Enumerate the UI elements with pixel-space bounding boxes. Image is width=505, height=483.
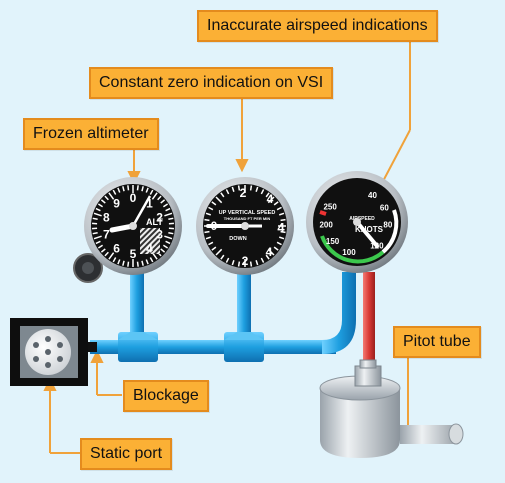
vsi-number-top-4: 4	[267, 192, 274, 206]
vsi-down-text: DOWN	[229, 236, 246, 242]
vsi-gauge: 2 4 4 2 4 0 UP VERTICAL SPEED THOUSAND F…	[196, 177, 294, 275]
pitot-line	[363, 272, 375, 372]
airspeed-number-150: 150	[326, 237, 340, 246]
callout-constant-zero-vsi: Constant zero indication on VSI	[89, 67, 334, 99]
airspeed-number-80: 80	[383, 221, 392, 230]
vsi-number-bottom-2: 2	[242, 254, 249, 268]
vsi-up-text: UP VERTICAL SPEED	[219, 210, 276, 216]
static-port	[10, 318, 88, 386]
altimeter-number-4: 4	[146, 242, 153, 256]
callout-static-port: Static port	[80, 438, 173, 470]
callout-frozen-altimeter: Frozen altimeter	[23, 118, 159, 150]
altimeter-number-3: 3	[156, 228, 163, 242]
altimeter-number-0: 0	[130, 191, 137, 205]
airspeed-number-200: 200	[319, 221, 333, 230]
airspeed-number-60: 60	[380, 203, 389, 212]
airspeed-number-250: 250	[323, 203, 337, 212]
pitot-tube	[319, 359, 464, 458]
airspeed-number-100: 100	[342, 248, 356, 257]
altimeter-number-1: 1	[146, 196, 153, 210]
altimeter-label: ALT	[146, 217, 163, 227]
airspeed-label: KNOTS	[355, 225, 384, 234]
callout-inaccurate-airspeed: Inaccurate airspeed indications	[197, 10, 438, 42]
airspeed-number-40: 40	[368, 191, 377, 200]
airspeed-label2: AIRSPEED	[349, 216, 375, 222]
callout-pitot-tube: Pitot tube	[393, 326, 481, 358]
callout-blockage: Blockage	[123, 380, 209, 412]
vsi-number-bottom-4: 4	[266, 245, 273, 259]
altimeter-number-5: 5	[130, 247, 137, 261]
altimeter-number-2: 2	[156, 210, 163, 224]
altimeter-number-7: 7	[103, 228, 110, 242]
vsi-number-top-2: 2	[240, 186, 247, 200]
vsi-sub-text: THOUSAND FT PER MIN	[224, 216, 271, 221]
airspeed-gauge: 250402006015080100120 KNOTS AIRSPEED	[306, 171, 408, 273]
altimeter-number-8: 8	[103, 210, 110, 224]
altimeter-number-9: 9	[113, 196, 120, 210]
altimeter-number-6: 6	[113, 242, 120, 256]
vsi-number-right-4: 4	[277, 220, 285, 235]
static-line	[87, 270, 356, 362]
